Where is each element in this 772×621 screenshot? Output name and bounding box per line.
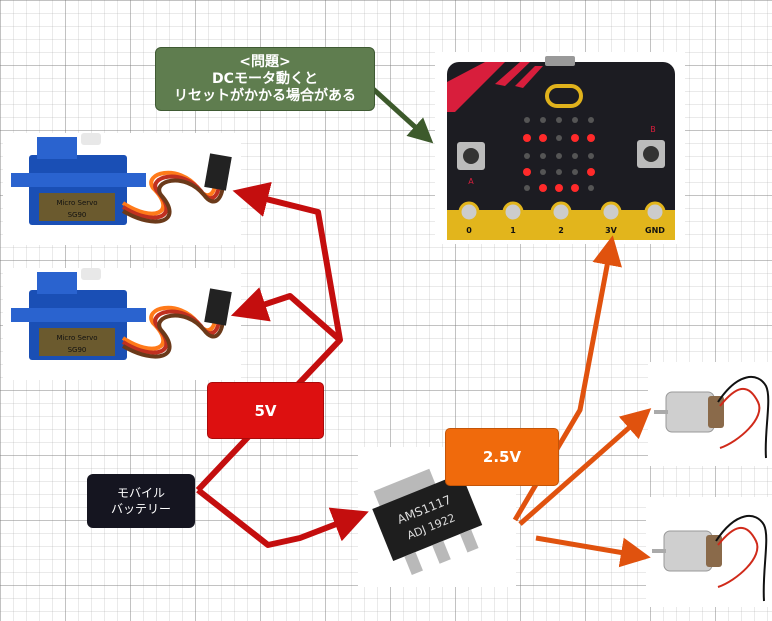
mobile-battery-box: モバイル バッテリー [87,474,195,528]
problem-note-line3: リセットがかかる場合がある [174,87,356,104]
led-matrix [523,117,595,192]
arrow-regulator-to-motor-top [518,408,652,526]
servo-model-label: SG90 [68,346,87,354]
arrow-battery-to-servo-top [195,181,343,493]
problem-note: <問題> DCモータ動くと リセットがかかる場合がある [155,47,375,111]
battery-line2: バッテリー [110,502,171,516]
regulator-chip [372,473,483,561]
servo-photo-bottom: Micro Servo SG90 [3,268,241,380]
servo-brand-label: Micro Servo [56,334,97,342]
microbit-logo [545,84,583,108]
problem-note-line2: DCモータ動くと [212,70,318,87]
problem-note-line1: <問題> [239,53,291,70]
dc-motor-photo-bottom [646,497,772,607]
pin-0-label: 0 [466,226,472,235]
pin-1-label: 1 [510,226,516,235]
arrow-battery-to-servo-bottom [230,287,342,343]
button-b-label: B [650,125,656,134]
pin-2-label: 2 [558,226,564,235]
arrow-battery-to-regulator [196,487,369,548]
servo-brand-label: Micro Servo [56,199,97,207]
dc-motor-photo-top [648,362,772,466]
servo-photo-top: Micro Servo SG90 [3,133,241,245]
servo-connector [204,153,232,191]
voltage-label-5v: 5V [207,382,324,439]
microbit-photo: A B 0 1 2 3V GND [435,52,685,244]
pin-gnd-label: GND [645,226,665,235]
arrow-regulator-to-motor-bottom [535,535,651,568]
battery-line1: モバイル [116,486,165,500]
regulator-photo: AMS1117 ADJ 1922 [358,447,516,587]
microbit-board [447,62,675,240]
voltage-5v-text: 5V [254,401,277,420]
arrow-note-to-microbit [370,86,434,144]
button-a-label: A [468,177,474,186]
voltage-label-2-5v: 2.5V [445,428,559,486]
voltage-2-5v-text: 2.5V [482,448,522,466]
servo-model-label: SG90 [68,211,87,219]
pin-3v-label: 3V [605,226,618,235]
